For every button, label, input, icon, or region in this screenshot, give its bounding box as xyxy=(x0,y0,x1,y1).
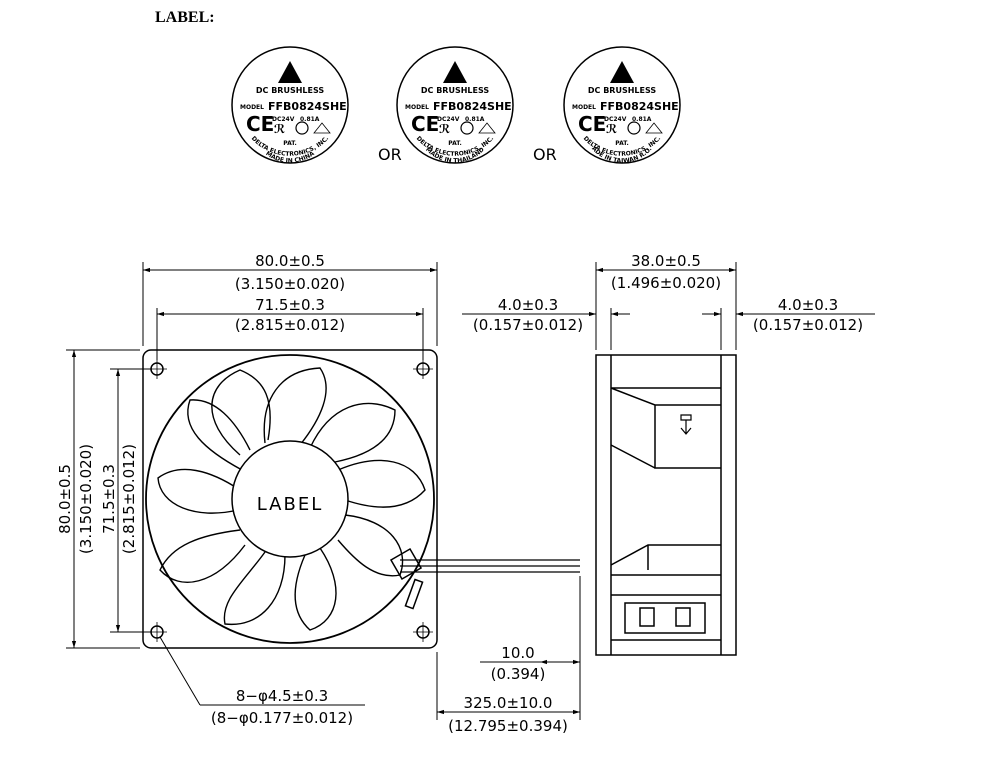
tuv-mark-icon xyxy=(478,122,496,134)
cert-mark-icon xyxy=(460,121,474,135)
vhole-span-in: (2.815±0.012) xyxy=(120,444,138,554)
lead-in: (12.795±0.394) xyxy=(448,717,568,735)
ce-mark-icon: CE xyxy=(246,112,274,136)
ul-mark-icon: ℛ xyxy=(274,122,285,136)
flange-right-in: (0.157±0.012) xyxy=(753,316,863,334)
label-rating-a: 0.81A xyxy=(300,116,320,123)
label-model-key: MODEL xyxy=(572,104,596,111)
depth-in: (1.496±0.020) xyxy=(611,274,721,292)
label-line1: DC BRUSHLESS xyxy=(421,86,489,95)
round-label-3: DC BRUSHLESS MODEL FFB0824SHE CE DC24V 0… xyxy=(563,46,681,165)
holes-mm: 8−φ4.5±0.3 xyxy=(236,687,328,705)
cert-mark-icon xyxy=(627,121,641,135)
vhole-span-mm: 71.5±0.3 xyxy=(100,464,118,534)
airflow-arrow-icon xyxy=(680,414,692,435)
depth-dimension xyxy=(462,262,875,350)
cert-mark-icon xyxy=(295,121,309,135)
or-text: OR xyxy=(378,145,402,164)
strip-in: (0.394) xyxy=(491,665,546,683)
side-frame xyxy=(595,354,737,656)
lead-wires xyxy=(400,559,580,573)
label-line1: DC BRUSHLESS xyxy=(588,86,656,95)
fan-opening xyxy=(145,354,435,644)
tuv-mark-icon xyxy=(645,122,663,134)
ce-mark-icon: CE xyxy=(578,112,606,136)
strip-mm: 10.0 xyxy=(501,644,534,662)
label-model-key: MODEL xyxy=(240,104,264,111)
wire-guide xyxy=(404,578,424,610)
or-text: OR xyxy=(533,145,557,164)
fan-hub xyxy=(231,440,349,558)
label-model: FFB0824SHE xyxy=(268,100,347,113)
label-model-key: MODEL xyxy=(405,104,429,111)
fan-side-view xyxy=(595,354,737,656)
depth-mm: 38.0±0.5 xyxy=(631,252,701,270)
height-dimension xyxy=(66,349,152,649)
hub-label: LABEL xyxy=(257,494,324,515)
label-pat: PAT. xyxy=(448,140,462,147)
label-rating-v: DC24V xyxy=(604,116,627,123)
label-rating-v: DC24V xyxy=(437,116,460,123)
label-pat: PAT. xyxy=(615,140,629,147)
label-model: FFB0824SHE xyxy=(433,100,512,113)
wire-clip xyxy=(389,547,423,581)
hole-span-in: (2.815±0.012) xyxy=(235,316,345,334)
height-mm: 80.0±0.5 xyxy=(56,464,74,534)
height-in: (3.150±0.020) xyxy=(77,444,95,554)
label-model: FFB0824SHE xyxy=(600,100,679,113)
delta-logo-icon xyxy=(278,61,302,83)
delta-logo-icon xyxy=(443,61,467,83)
fan-frame xyxy=(142,349,438,649)
flange-left-in: (0.157±0.012) xyxy=(473,316,583,334)
hole-span-mm: 71.5±0.3 xyxy=(255,296,325,314)
delta-logo-icon xyxy=(610,61,634,83)
width-dimension xyxy=(142,262,438,360)
label-rating-a: 0.81A xyxy=(465,116,485,123)
holes-in: (8−φ0.177±0.012) xyxy=(211,709,353,727)
label-heading: LABEL: xyxy=(155,9,215,26)
flange-right-mm: 4.0±0.3 xyxy=(778,296,838,314)
ul-mark-icon: ℛ xyxy=(606,122,617,136)
lead-mm: 325.0±10.0 xyxy=(464,694,553,712)
width-in: (3.150±0.020) xyxy=(235,275,345,293)
fan-front-view xyxy=(142,349,580,649)
width-mm: 80.0±0.5 xyxy=(255,252,325,270)
holes-callout xyxy=(159,636,365,706)
tuv-mark-icon xyxy=(313,122,331,134)
ul-mark-icon: ℛ xyxy=(439,122,450,136)
label-rating-a: 0.81A xyxy=(632,116,652,123)
label-line1: DC BRUSHLESS xyxy=(256,86,324,95)
lead-dimension xyxy=(436,576,581,720)
ce-mark-icon: CE xyxy=(411,112,439,136)
label-rating-v: DC24V xyxy=(272,116,295,123)
label-pat: PAT. xyxy=(283,140,297,147)
flange-left-mm: 4.0±0.3 xyxy=(498,296,558,314)
round-label-2: DC BRUSHLESS MODEL FFB0824SHE CE DC24V 0… xyxy=(396,46,514,165)
round-label-1: DC BRUSHLESS MODEL FFB0824SHE CE DC24V 0… xyxy=(231,46,349,165)
